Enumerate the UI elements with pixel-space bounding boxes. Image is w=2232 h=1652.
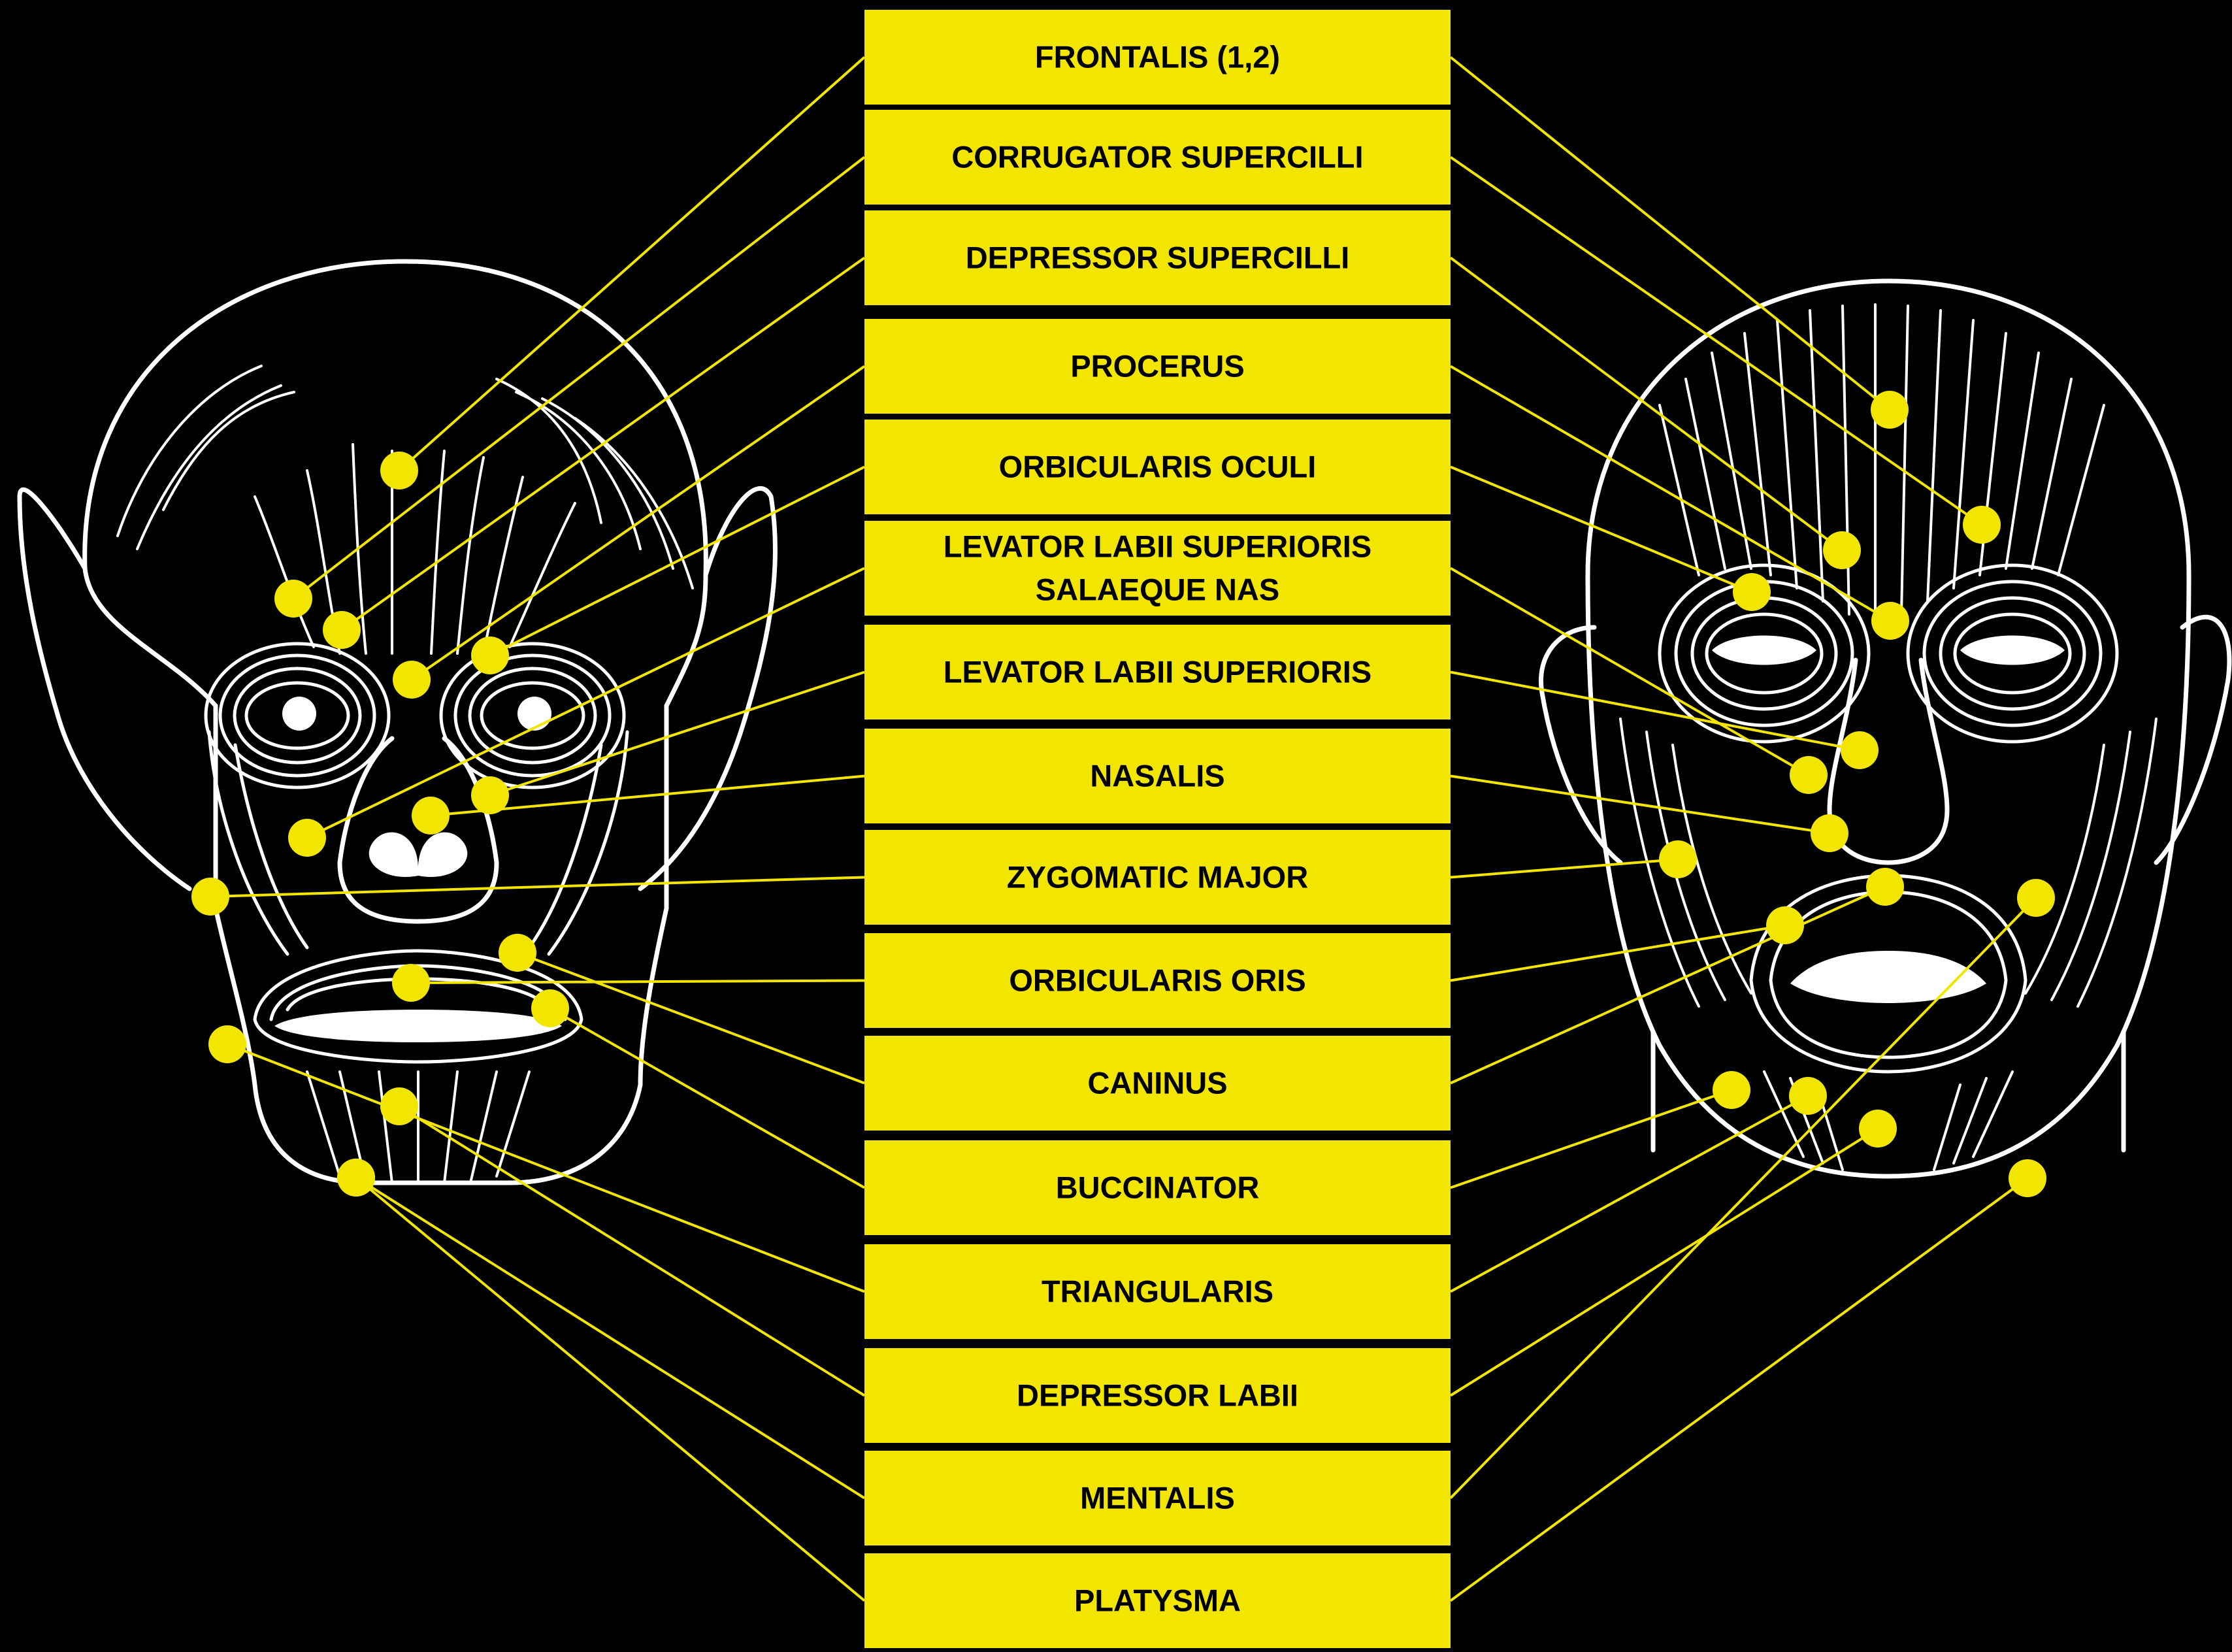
label-box: PLATYSMA xyxy=(864,1553,1451,1648)
muscle-label: ORBICULARIS OCULI xyxy=(999,450,1317,484)
muscle-label: CANINUS xyxy=(1087,1066,1227,1100)
marker-dot-right xyxy=(1871,602,1909,640)
muscle-label: DEPRESSOR LABII xyxy=(1017,1378,1298,1413)
muscle-label: PLATYSMA xyxy=(1074,1583,1241,1618)
muscle-label: ORBICULARIS ORIS xyxy=(1009,963,1305,998)
muscle-label: PROCERUS xyxy=(1070,349,1244,384)
marker-dot-left xyxy=(380,452,418,489)
marker-dot-left xyxy=(392,964,430,1002)
marker-dot-right xyxy=(1871,391,1909,429)
marker-dot-right xyxy=(1963,506,2001,544)
marker-dot-right xyxy=(2017,879,2055,917)
muscle-label: SALAEQUE NAS xyxy=(1036,572,1279,607)
label-box: MENTALIS xyxy=(864,1451,1451,1545)
label-box: ORBICULARIS ORIS xyxy=(864,933,1451,1028)
label-box: CORRUGATOR SUPERCILLI xyxy=(864,110,1451,205)
marker-dot-left xyxy=(412,797,450,834)
label-box: FRONTALIS (1,2) xyxy=(864,10,1451,105)
marker-dot-right xyxy=(1859,1110,1897,1148)
label-box: NASALIS xyxy=(864,729,1451,823)
label-box: DEPRESSOR LABII xyxy=(864,1348,1451,1443)
label-box: CANINUS xyxy=(864,1036,1451,1131)
label-box: LEVATOR LABII SUPERIORIS SALAEQUE NAS xyxy=(864,521,1451,616)
marker-dot-left xyxy=(274,580,312,618)
marker-dot-right xyxy=(1823,531,1861,569)
muscle-label: MENTALIS xyxy=(1080,1481,1235,1515)
marker-dot-right xyxy=(1766,906,1804,944)
marker-dot-left xyxy=(337,1159,375,1197)
label-box: PROCERUS xyxy=(864,319,1451,414)
left-eye-pupil-right xyxy=(517,697,551,731)
muscle-label: DEPRESSOR SUPERCILLI xyxy=(966,240,1350,275)
label-box: BUCCINATOR xyxy=(864,1140,1451,1235)
marker-dot-right xyxy=(1841,731,1879,769)
muscle-label: BUCCINATOR xyxy=(1056,1170,1260,1205)
muscle-label: CORRUGATOR SUPERCILLI xyxy=(951,140,1363,174)
muscle-label: LEVATOR LABII SUPERIORIS xyxy=(944,529,1371,564)
marker-dot-right xyxy=(2009,1159,2046,1197)
label-box: TRIANGULARIS xyxy=(864,1244,1451,1339)
marker-dot-left xyxy=(393,661,431,699)
marker-dot-right xyxy=(1659,840,1697,878)
label-box: ZYGOMATIC MAJOR xyxy=(864,830,1451,925)
label-box: ORBICULARIS OCULI xyxy=(864,420,1451,514)
marker-dot-right xyxy=(1713,1071,1750,1109)
marker-dot-left xyxy=(499,934,536,972)
muscle-label: ZYGOMATIC MAJOR xyxy=(1007,860,1308,895)
left-eye-pupil-left xyxy=(282,697,316,731)
marker-dot-left xyxy=(208,1025,246,1063)
marker-dot-right xyxy=(1789,1077,1827,1115)
marker-dot-right xyxy=(1866,868,1904,906)
muscle-label: LEVATOR LABII SUPERIORIS xyxy=(944,655,1371,689)
label-box: LEVATOR LABII SUPERIORIS xyxy=(864,625,1451,719)
marker-dot-left xyxy=(471,636,509,674)
marker-dot-left xyxy=(531,989,569,1027)
marker-dot-left xyxy=(380,1087,418,1125)
marker-dot-right xyxy=(1790,756,1828,794)
marker-dot-left xyxy=(288,819,326,857)
label-box: DEPRESSOR SUPERCILLI xyxy=(864,210,1451,305)
marker-dot-left xyxy=(323,611,361,649)
muscle-label: TRIANGULARIS xyxy=(1042,1274,1273,1309)
muscle-label: NASALIS xyxy=(1090,759,1224,793)
marker-dot-right xyxy=(1733,573,1771,611)
marker-dot-left xyxy=(191,878,229,916)
marker-dot-left xyxy=(471,776,509,814)
marker-dot-right xyxy=(1811,814,1848,852)
muscle-label: FRONTALIS (1,2) xyxy=(1035,40,1280,74)
